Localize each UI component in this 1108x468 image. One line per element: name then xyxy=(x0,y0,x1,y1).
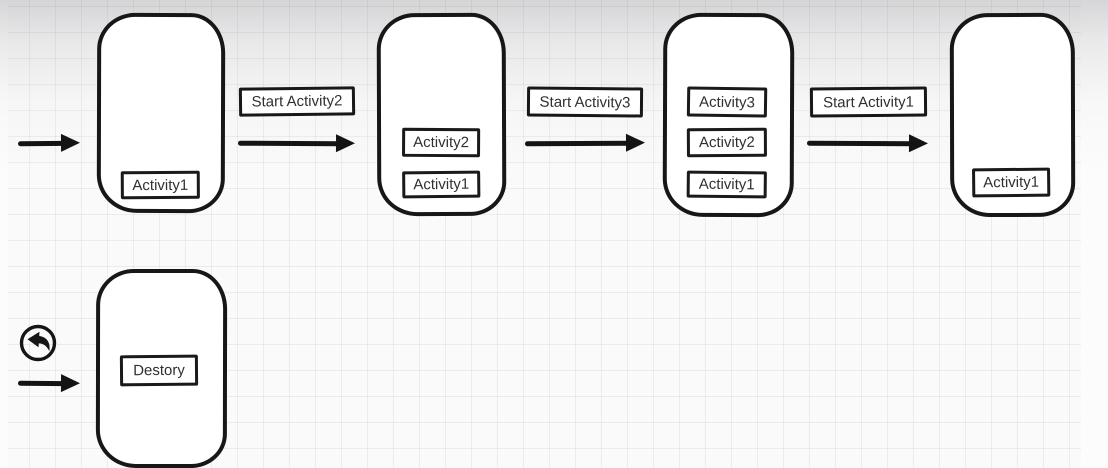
arrow-shaft xyxy=(17,140,67,147)
activity-box: Destory xyxy=(119,354,199,387)
activity-box: Activity3 xyxy=(686,86,768,118)
arrow-shaft xyxy=(17,380,67,387)
task-stack-panel-1: Activity1 xyxy=(96,12,226,214)
arrow-head xyxy=(335,134,356,153)
activity-box: Activity1 xyxy=(972,167,1051,198)
back-icon xyxy=(18,323,58,363)
transition-arrow-icon xyxy=(237,133,356,154)
task-stack-panel-2: Activity2 Activity1 xyxy=(376,12,507,217)
transition-label: Start Activity1 xyxy=(809,86,928,118)
arrow-head xyxy=(625,133,646,152)
transition-arrow-icon xyxy=(806,133,929,154)
transition-arrow-icon xyxy=(524,133,646,154)
arrow-shaft xyxy=(524,140,632,147)
arrow-head xyxy=(60,374,81,393)
entry-arrow-icon xyxy=(17,133,81,153)
activity-box: Activity1 xyxy=(120,170,200,200)
task-stack-panel-4: Activity1 xyxy=(949,12,1076,218)
task-stack-panel-destroy: Destory xyxy=(95,268,228,468)
transition-label: Start Activity3 xyxy=(526,86,644,118)
activity-box: Activity1 xyxy=(686,170,767,199)
arrow-head xyxy=(60,133,81,152)
transition-label: Start Activity2 xyxy=(238,86,356,117)
task-stack-panel-3: Activity3 Activity2 Activity1 xyxy=(662,12,795,218)
entry-arrow-icon xyxy=(17,373,81,393)
arrow-shaft xyxy=(806,140,915,147)
activity-box: Activity2 xyxy=(402,127,481,158)
arrow-head xyxy=(908,134,929,153)
arrow-shaft xyxy=(237,140,342,147)
activity-box: Activity2 xyxy=(686,127,767,158)
activity-box: Activity1 xyxy=(402,170,481,199)
